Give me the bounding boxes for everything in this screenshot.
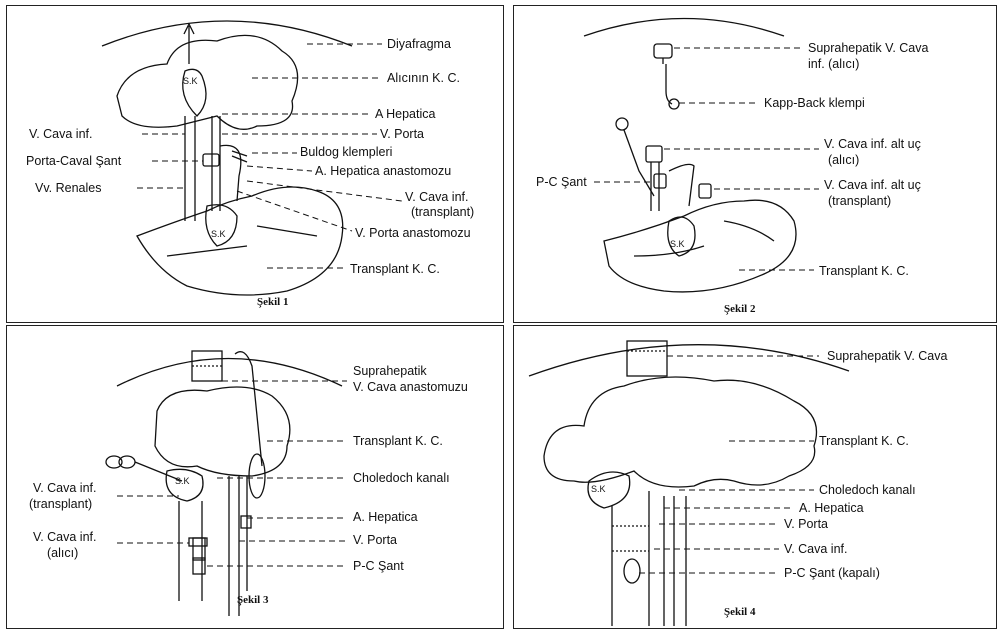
label-v-cava-inf: V. Cava inf.: [784, 542, 847, 556]
label-suprahepatik-v-cava: Suprahepatik V. Cava: [827, 349, 947, 363]
label-v-cava-inf: V. Cava inf.: [29, 127, 92, 141]
figure-panel-1: S.K S.K Diyafragma Alıcının K. C. A Hepa…: [6, 5, 504, 323]
label-p-c-sant-kapali: P-C Şant (kapalı): [784, 566, 880, 580]
label-transplant-kc: Transplant K. C.: [350, 262, 440, 276]
label-suprahepatik-v-cava: Suprahepatik V. Cava: [808, 41, 928, 55]
label-v-cava-inf-alici: V. Cava inf.: [33, 530, 96, 544]
label-p-c-sant: P-C Şant: [353, 559, 404, 573]
sk-label: S.K: [591, 482, 606, 496]
label-porta-caval-sant: Porta-Caval Şant: [26, 154, 121, 168]
figure-4-drawing: [514, 326, 997, 629]
label-v-porta: V. Porta: [784, 517, 828, 531]
label-v-cava-anastomuzu: V. Cava anastomuzu: [353, 380, 468, 394]
label-a-hepatica: A. Hepatica: [353, 510, 418, 524]
figure-panel-2: S.K Suprahepatik V. Cava inf. (alıcı) Ka…: [513, 5, 997, 323]
label-v-porta: V. Porta: [353, 533, 397, 547]
label-v-cava-inf-alt-uc-transplant: V. Cava inf. alt uç: [824, 178, 921, 192]
label-transplant: (transplant): [29, 497, 92, 511]
label-choledoch-kanali: Choledoch kanalı: [353, 471, 450, 485]
label-transplant-kc: Transplant K. C.: [353, 434, 443, 448]
sk-label-top: S.K: [183, 74, 198, 88]
label-kapp-back-klempi: Kapp-Back klempi: [764, 96, 865, 110]
label-v-cava-inf-alt-uc-alici: V. Cava inf. alt uç: [824, 137, 921, 151]
label-a-hepatica: A Hepatica: [375, 107, 435, 121]
caption-sekil-1: Şekil 1: [257, 296, 288, 308]
label-a-hepatica-anastomozu: A. Hepatica anastomozu: [315, 164, 451, 178]
figure-panel-4: S.K Suprahepatik V. Cava Transplant K. C…: [513, 325, 997, 629]
label-inf-alici: inf. (alıcı): [808, 57, 859, 71]
label-a-hepatica: A. Hepatica: [799, 501, 864, 515]
label-transplant-note: (transplant): [411, 205, 474, 219]
label-suprahepatik: Suprahepatik: [353, 364, 427, 378]
label-v-porta-anastomozu: V. Porta anastomozu: [355, 226, 471, 240]
label-transplant: (transplant): [828, 194, 891, 208]
label-diyafragma: Diyafragma: [387, 37, 451, 51]
figure-panel-3: S.K Suprahepatik V. Cava anastomuzu Tran…: [6, 325, 504, 629]
label-v-cava-inf-transplant: V. Cava inf.: [405, 190, 468, 204]
sk-label-bottom: S.K: [211, 227, 226, 241]
caption-sekil-4: Şekil 4: [724, 606, 755, 618]
label-vv-renales: Vv. Renales: [35, 181, 101, 195]
label-alicinin-kc: Alıcının K. C.: [387, 71, 460, 85]
label-buldog-klempleri: Buldog klempleri: [300, 145, 392, 159]
sk-label: S.K: [670, 237, 685, 251]
label-transplant-kc: Transplant K. C.: [819, 264, 909, 278]
label-alici: (alıcı): [828, 153, 859, 167]
caption-sekil-2: Şekil 2: [724, 303, 755, 315]
label-v-cava-inf-transplant: V. Cava inf.: [33, 481, 96, 495]
label-p-c-sant: P-C Şant: [536, 175, 587, 189]
label-choledoch-kanali: Choledoch kanalı: [819, 483, 916, 497]
label-transplant-kc: Transplant K. C.: [819, 434, 909, 448]
sk-label: S.K: [175, 474, 190, 488]
label-v-porta: V. Porta: [380, 127, 424, 141]
label-alici: (alıcı): [47, 546, 78, 560]
caption-sekil-3: Şekil 3: [237, 594, 268, 606]
